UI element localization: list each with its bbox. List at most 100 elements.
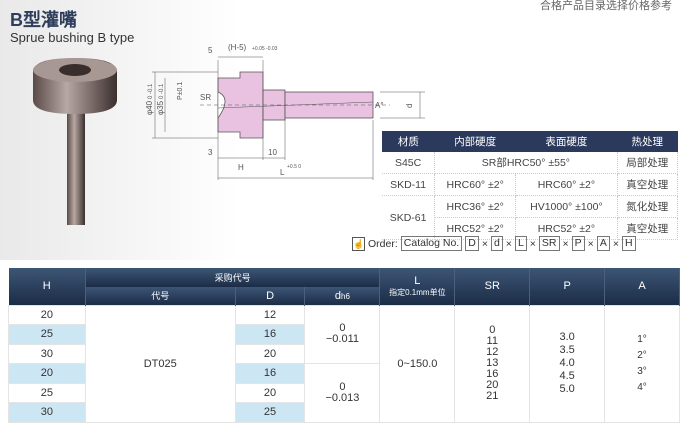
a-value: 3°: [637, 365, 647, 377]
sep: ×: [481, 237, 488, 250]
dim-p: P±0.1: [177, 82, 184, 100]
tol-upper: 0: [339, 380, 346, 393]
header-surface-hardness: 表面硬度: [515, 131, 618, 152]
sr-value: 20: [486, 379, 499, 391]
dim-h: H: [238, 163, 244, 172]
product-photo: [33, 58, 117, 225]
order-d-big: D: [465, 236, 479, 251]
material-cell: SKD-61: [382, 195, 436, 240]
p-value: 3.0: [559, 331, 575, 343]
order-label: Order:: [368, 237, 398, 250]
dim-d35-tol: 0 -0.1: [159, 83, 165, 99]
order-l: L: [514, 236, 527, 251]
a-cell: 1° 2° 3° 4°: [604, 304, 680, 423]
order-h: H: [621, 236, 636, 251]
page-subtitle: Sprue bushing B type: [10, 30, 135, 45]
d-cell: 16: [234, 324, 306, 345]
sr-value: 12: [486, 346, 499, 358]
surface-cell: HRC60° ±2°: [515, 173, 618, 196]
p-value: 4.0: [559, 357, 575, 369]
material-cell: S45C: [382, 152, 436, 174]
header-h: H: [8, 268, 86, 305]
order-catalog: Catalog No.: [400, 236, 463, 251]
tolerance-cell: 0−0.013: [304, 363, 381, 423]
sep: ×: [562, 237, 569, 250]
page-title: B型灌嘴: [10, 10, 77, 30]
treatment-cell: 真空处理: [617, 217, 679, 240]
header-internal-hardness: 内部硬度: [434, 131, 516, 152]
technical-drawing: 5 (H-5) +0.05 -0.03 P±0.1 SR φ40 0 -0.1 …: [145, 43, 425, 180]
dim-d40-tol: 0 -0.1: [148, 83, 154, 99]
header-d-small: dh6: [304, 287, 381, 305]
dim-l-tol: +0.5 0: [287, 164, 301, 170]
treatment-cell: 真空处理: [617, 173, 679, 196]
dim-d40: φ40: [145, 100, 154, 115]
a-value: 4°: [637, 381, 647, 393]
top-note: 合格产品目录选择价格参考: [540, 0, 672, 12]
dim-5: 5: [208, 46, 213, 55]
h-cell: 20: [8, 304, 86, 325]
d-cell: 20: [234, 343, 306, 364]
sr-value: 16: [486, 368, 499, 380]
dim-l: L: [280, 168, 285, 177]
tol-lower: −0.013: [325, 391, 360, 404]
header-l-label: L: [414, 274, 421, 287]
tolerance-cell: 0−0.011: [304, 304, 381, 364]
d-cell: 20: [234, 382, 306, 403]
p-value: 4.5: [559, 370, 575, 382]
sep: ×: [587, 237, 594, 250]
header-d-small-label: d: [334, 289, 342, 302]
sr-value: 0: [489, 324, 496, 336]
header-p: P: [529, 268, 606, 305]
a-value: 1°: [637, 333, 647, 345]
dim-d35: φ35: [156, 100, 165, 115]
sr-value: 11: [486, 335, 498, 347]
d-cell: 25: [234, 402, 306, 423]
sep: ×: [505, 237, 512, 250]
header-heat-treatment: 热处理: [617, 131, 678, 152]
material-cell: SKD-11: [382, 173, 436, 196]
header-material: 材质: [382, 131, 435, 152]
header-code: 代号: [85, 287, 236, 305]
hardness-cell: SR部HRC50° ±55°: [434, 152, 618, 174]
h-cell: 20: [8, 363, 86, 384]
header-a: A: [604, 268, 680, 305]
sr-value: 21: [486, 390, 499, 402]
h-cell: 25: [8, 324, 86, 345]
dim-d: d: [405, 104, 414, 108]
tol-lower: −0.011: [325, 333, 359, 346]
dim-10: 10: [268, 148, 277, 157]
a-value: 2°: [637, 349, 647, 361]
header-d-big: D: [235, 287, 306, 305]
sep: ×: [612, 237, 619, 250]
dim-a: A°: [375, 101, 384, 110]
dim-h5-tol: +0.05 -0.03: [252, 46, 278, 52]
treatment-cell: 氮化处理: [617, 195, 679, 218]
d-cell: 16: [234, 363, 306, 384]
header-sr: SR: [454, 268, 531, 305]
d-cell: 12: [234, 304, 306, 325]
p-value: 5.0: [559, 383, 575, 395]
internal-cell: HRC60° ±2°: [434, 173, 517, 196]
table-row: 25 16: [8, 324, 680, 345]
sr-value: 13: [486, 357, 499, 369]
tol-upper: 0: [339, 322, 346, 335]
surface-cell: HV1000° ±100°: [515, 195, 618, 218]
order-format: ☝ Order: Catalog No. D× d× L× SR× P× A× …: [352, 236, 636, 251]
dim-h5: (H-5): [228, 43, 247, 52]
header-l-note: 指定0.1mm单位: [389, 287, 446, 297]
order-sr: SR: [538, 236, 560, 251]
